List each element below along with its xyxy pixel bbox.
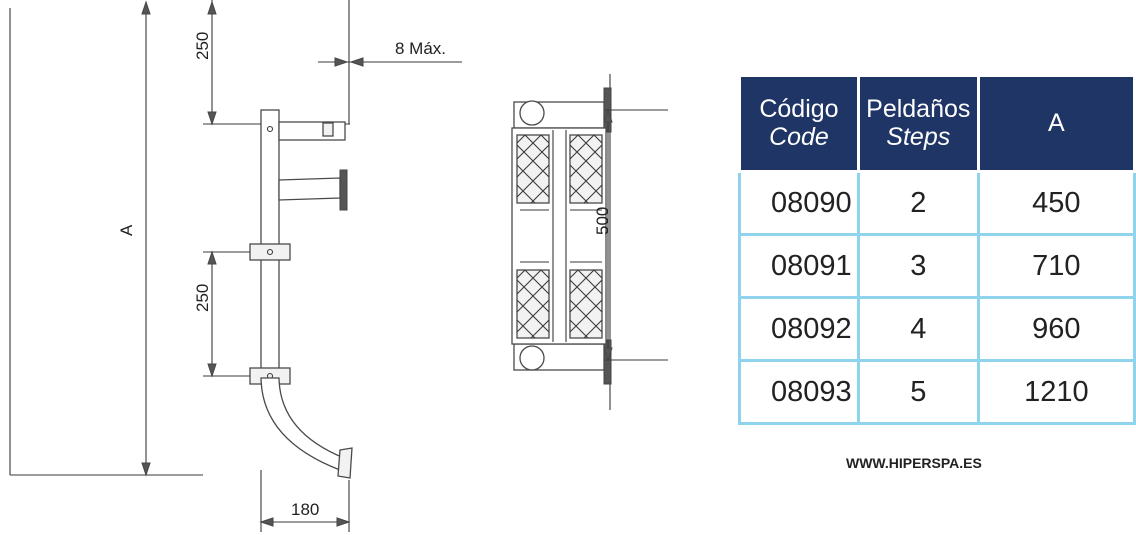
header-a: A (976, 74, 1136, 173)
bottom-spacing-label: 250 (193, 284, 212, 312)
arrow-up-icon (207, 0, 217, 15)
cell-code: 08093 (738, 359, 860, 425)
cell-steps: 4 (856, 296, 980, 362)
arrow-right-icon (336, 517, 351, 527)
max-gap-label: 8 Máx. (395, 39, 446, 58)
foot-cap (337, 447, 353, 479)
side-view: A 250 8 Máx. 250 (9, 0, 462, 532)
cell-code: 08090 (738, 170, 860, 236)
specifications-table: Código Code Peldaños Steps A 08090 2 450… (738, 74, 1136, 425)
table-row: 08092 4 960 (738, 296, 1136, 362)
cell-code: 08092 (738, 296, 860, 362)
cell-a: 710 (976, 233, 1136, 299)
cell-a: 960 (976, 296, 1136, 362)
step-bracket (249, 243, 291, 261)
arrow-left-icon (349, 57, 364, 67)
depth-label: 180 (291, 500, 319, 519)
header-steps: Peldaños Steps (856, 74, 980, 173)
header-code: Código Code (738, 74, 860, 173)
arrow-down-icon (603, 347, 613, 362)
table-row: 08090 2 450 (738, 170, 1136, 236)
cell-a: 450 (976, 170, 1136, 236)
cell-code: 08091 (738, 233, 860, 299)
arrow-up-icon (603, 108, 613, 123)
bolt-icon (322, 122, 334, 137)
cell-steps: 5 (856, 359, 980, 425)
website-label: WWW.HIPERSPA.ES (846, 455, 982, 471)
top-spacing-label: 250 (193, 32, 212, 60)
table-header-row: Código Code Peldaños Steps A (738, 74, 1136, 173)
curved-foot (260, 377, 345, 471)
top-bracket (278, 121, 346, 141)
front-view: 500 (511, 74, 668, 410)
cell-steps: 2 (856, 170, 980, 236)
arrow-down-icon (207, 111, 217, 126)
arrow-up-icon (207, 250, 217, 265)
cell-steps: 3 (856, 233, 980, 299)
wall-brace (278, 177, 341, 201)
arrow-down-icon (141, 462, 151, 477)
height-label: A (117, 224, 136, 236)
arrow-right-icon (334, 57, 349, 67)
cell-a: 1210 (976, 359, 1136, 425)
anchor-plate (339, 169, 348, 211)
arrow-up-icon (141, 0, 151, 15)
table-row: 08093 5 1210 (738, 359, 1136, 425)
arrow-left-icon (259, 517, 274, 527)
width-label: 500 (593, 207, 612, 235)
arrow-down-icon (207, 363, 217, 378)
table-row: 08091 3 710 (738, 233, 1136, 299)
